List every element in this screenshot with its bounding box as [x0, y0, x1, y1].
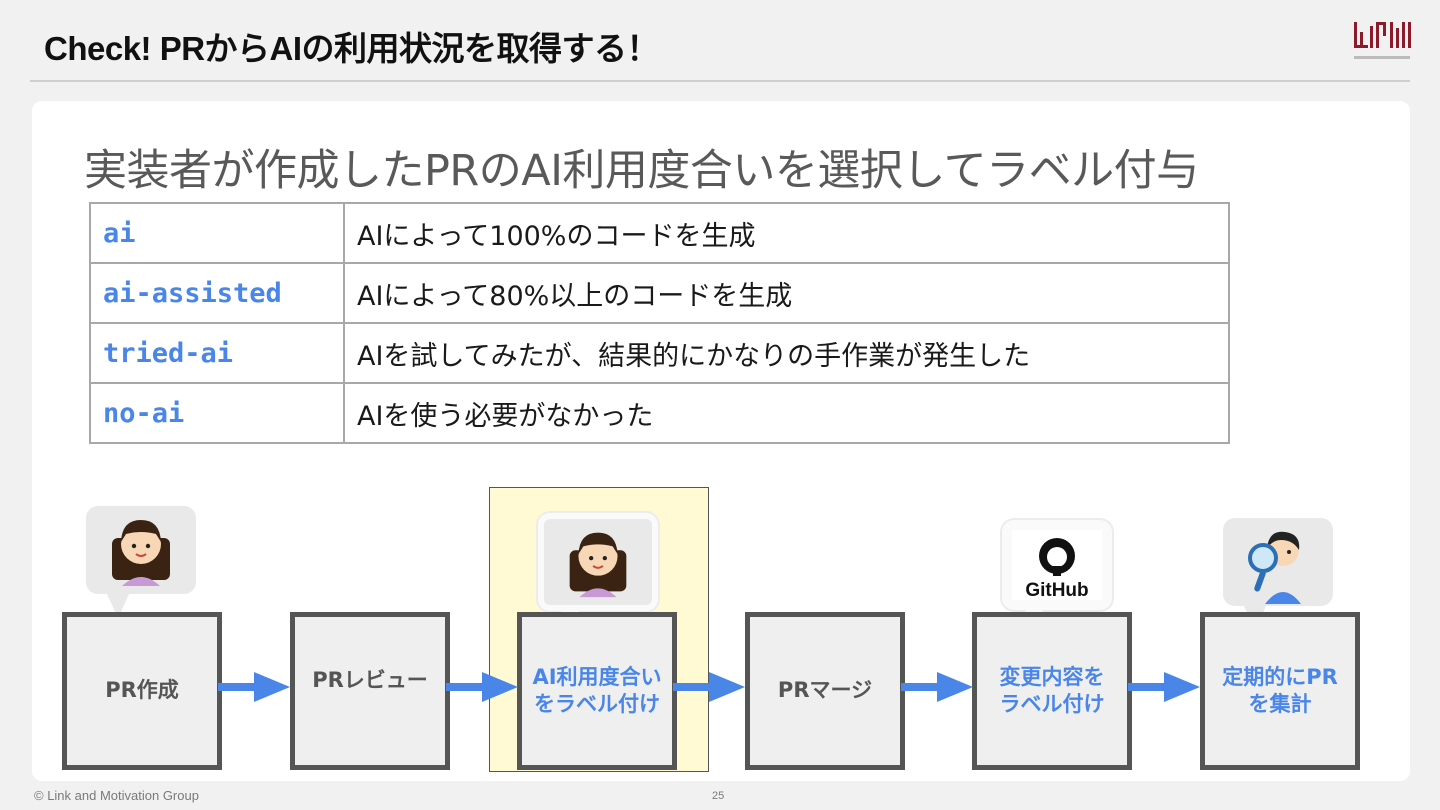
step-change-labeling: 変更内容を ラベル付け: [972, 612, 1132, 770]
step-label: PRレビュー: [312, 668, 428, 692]
label-description: AIによって100%のコードを生成: [343, 202, 1230, 264]
title-divider: [30, 80, 1410, 82]
step-label: 変更内容を ラベル付け: [999, 664, 1105, 716]
github-wordmark: GitHub: [1025, 580, 1088, 601]
label-name: ai: [89, 202, 345, 264]
step-pr-aggregate: 定期的にPR を集計: [1200, 612, 1360, 770]
step-pr-merge: PRマージ: [745, 612, 905, 770]
person-icon: [112, 520, 170, 586]
label-name: ai-assisted: [89, 262, 345, 324]
arrow-right-icon: [446, 672, 518, 702]
arrow-right-icon: [901, 672, 973, 702]
page-number: 25: [712, 790, 725, 802]
label-description: AIを試してみたが、結果的にかなりの手作業が発生した: [343, 322, 1230, 384]
arrow-right-icon: [218, 672, 290, 702]
step-ai-labeling: AI利用度合い をラベル付け: [517, 612, 677, 770]
speech-bubble-github: GitHub: [1002, 520, 1112, 630]
step-label: PR作成: [105, 678, 179, 703]
label-name: no-ai: [89, 382, 345, 444]
magnifier-person-icon: [1248, 531, 1301, 604]
github-logo-icon: GitHub: [1012, 530, 1102, 601]
company-logo: [1354, 22, 1411, 59]
person-icon: [569, 532, 627, 598]
step-pr-create: PR作成: [62, 612, 222, 770]
step-label: AI利用度合い をラベル付け: [532, 664, 662, 716]
footer-copyright: © Link and Motivation Group: [34, 788, 199, 803]
step-label: PRマージ: [777, 678, 873, 703]
label-description: AIによって80%以上のコードを生成: [343, 262, 1230, 324]
arrow-right-icon: [673, 672, 745, 702]
label-description: AIを使う必要がなかった: [343, 382, 1230, 444]
step-pr-review: PRレビュー: [290, 612, 450, 770]
label-definition-table: ai AIによって100%のコードを生成 ai-assisted AIによって8…: [89, 202, 1230, 444]
speech-bubble-analyst: [1223, 518, 1333, 630]
table-row: no-ai AIを使う必要がなかった: [89, 382, 1230, 444]
slide-headline: 実装者が作成したPRのAI利用度合いを選択してラベル付与: [84, 146, 1199, 196]
table-row: tried-ai AIを試してみたが、結果的にかなりの手作業が発生した: [89, 322, 1230, 384]
speech-bubble-developer-current: [538, 513, 658, 631]
slide-title: Check! PRからAIの利用状況を取得する！: [44, 30, 660, 67]
speech-bubble-developer: [86, 506, 196, 618]
table-row: ai AIによって100%のコードを生成: [89, 202, 1230, 264]
arrow-right-icon: [1128, 672, 1200, 702]
label-name: tried-ai: [89, 322, 345, 384]
table-row: ai-assisted AIによって80%以上のコードを生成: [89, 262, 1230, 324]
step-label: 定期的にPR を集計: [1222, 664, 1338, 716]
